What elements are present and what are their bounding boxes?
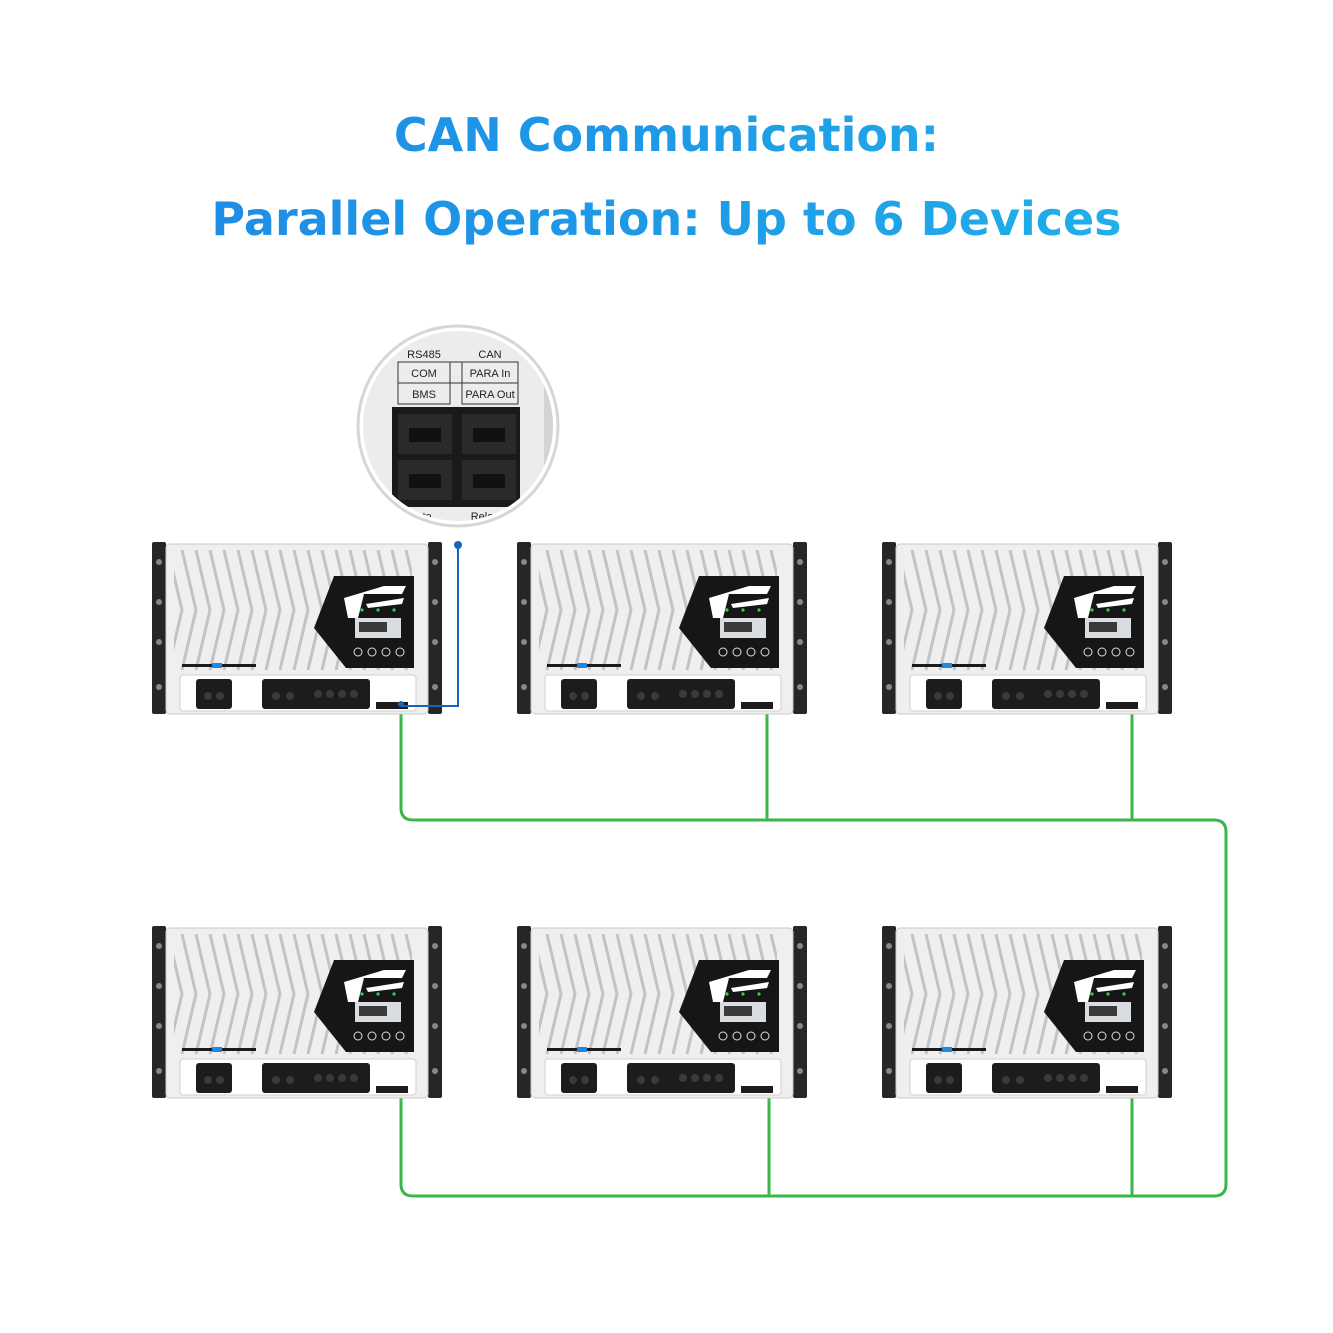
port-label-para-out: PARA Out <box>465 389 514 401</box>
device-4 <box>152 926 442 1098</box>
port-header-rs485: RS485 <box>407 349 441 361</box>
callout-line <box>401 545 459 707</box>
device-5 <box>517 926 807 1098</box>
can-bus-top <box>399 706 1228 1198</box>
device-6 <box>882 926 1172 1098</box>
title-line-2: Parallel Operation: Up to 6 Devices <box>0 192 1333 246</box>
device-2 <box>517 542 807 714</box>
port-label-bms: BMS <box>412 389 436 401</box>
port-callout: RS485 CAN COM BMS PARA In PARA Out ote R… <box>356 324 560 528</box>
port-label-com: COM <box>411 368 437 380</box>
port-label-relay-fragment: Rela <box>471 511 495 523</box>
device-1 <box>152 542 442 714</box>
port-header-can: CAN <box>478 349 501 361</box>
port-label-para-in: PARA In <box>470 368 511 380</box>
device-3 <box>882 542 1172 714</box>
device-brand-label: EPEVER <box>184 663 200 668</box>
callout-dot <box>454 541 462 549</box>
title-line-1: CAN Communication: <box>0 108 1333 162</box>
callout-anchor <box>398 701 404 707</box>
